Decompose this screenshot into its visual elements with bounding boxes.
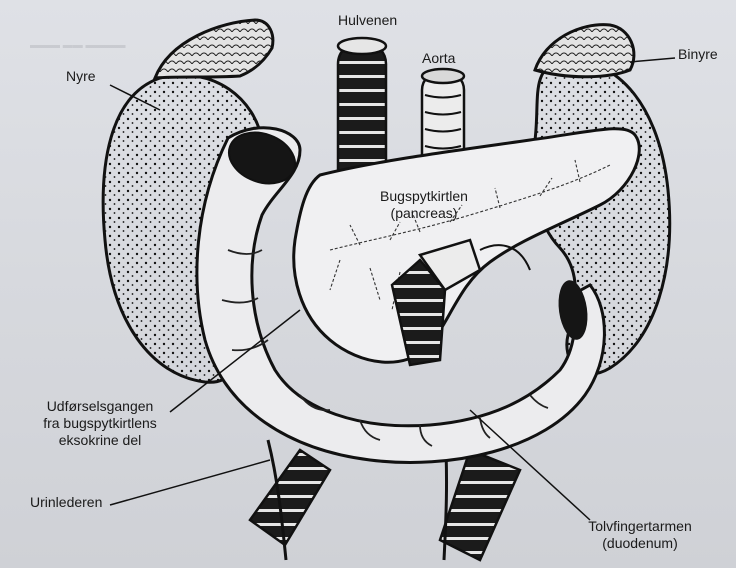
lower-vessel-right <box>440 450 520 560</box>
lower-vessel-left <box>250 450 330 545</box>
label-pancreatic-duct-line1: Udførselsgangen <box>30 398 170 415</box>
label-pancreatic-duct: Udførselsgangen fra bugspytkirtlens ekso… <box>30 398 170 449</box>
label-duodenum-line1: Tolvfingertarmen <box>570 518 710 535</box>
label-aorta: Aorta <box>422 50 455 67</box>
label-hulvenen: Hulvenen <box>338 12 397 29</box>
left-adrenal-gland <box>155 20 273 78</box>
label-pancreatic-duct-line2: fra bugspytkirtlens <box>30 415 170 432</box>
label-nyre: Nyre <box>66 68 96 85</box>
label-pancreatic-duct-line3: eksokrine del <box>30 432 170 449</box>
label-binyre: Binyre <box>678 46 718 63</box>
bleed-through-text: ▬▬▬ ▬▬ ▬▬▬▬ <box>30 40 126 51</box>
label-pancreas-line1: Bugspytkirtlen <box>366 188 482 205</box>
right-adrenal-gland <box>535 25 634 77</box>
label-pancreas-line2: (pancreas) <box>366 205 482 222</box>
label-duodenum-line2: (duodenum) <box>570 535 710 552</box>
label-pancreas: Bugspytkirtlen (pancreas) <box>366 188 482 222</box>
label-urinlederen: Urinlederen <box>30 494 102 511</box>
label-duodenum: Tolvfingertarmen (duodenum) <box>570 518 710 552</box>
